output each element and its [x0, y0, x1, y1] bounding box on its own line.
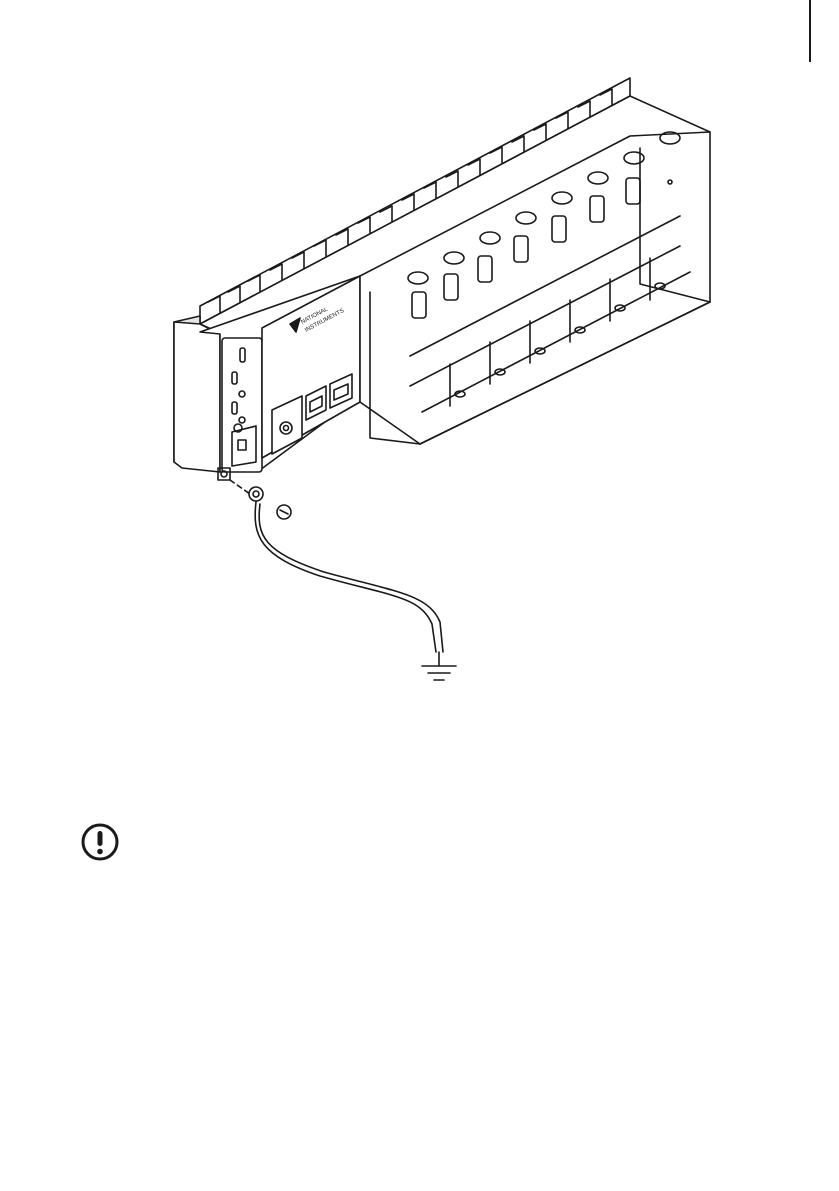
- chassis-illustration: NATIONAL INSTRUMENTS: [160, 66, 720, 696]
- grounding-figure: NATIONAL INSTRUMENTS: [160, 66, 720, 696]
- notice-exclamation-icon: [80, 822, 120, 862]
- ground-wire-assembly: [230, 480, 443, 652]
- ground-symbol-icon: [422, 652, 456, 680]
- page-edge-rule: [809, 0, 811, 62]
